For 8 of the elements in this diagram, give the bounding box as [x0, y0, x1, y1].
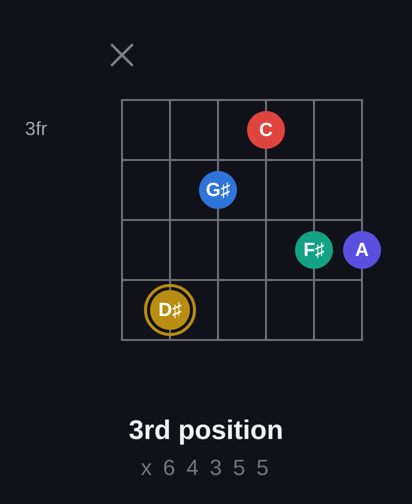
fingering-numbers: x 6 4 3 5 5: [140, 455, 272, 481]
root-note-dot: D♯: [144, 284, 196, 336]
chord-title: 3rd position: [128, 414, 284, 447]
note-dot: G♯: [199, 171, 237, 209]
fret-number: 3fr: [25, 119, 48, 141]
note-dot: A: [343, 231, 381, 269]
note-dot: F♯: [295, 231, 333, 269]
note-dot: C: [247, 111, 285, 149]
